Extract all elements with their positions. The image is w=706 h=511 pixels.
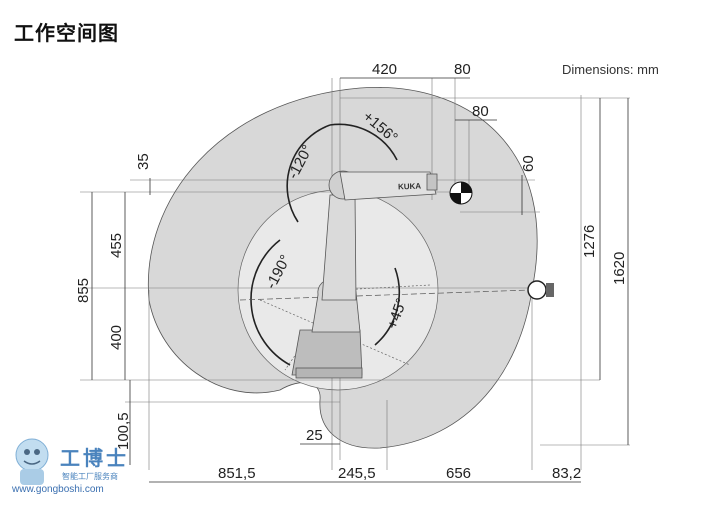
dim-v-400: 400: [108, 325, 125, 350]
dim-bottom-851-5: 851,5: [218, 465, 256, 482]
dim-top-420: 420: [372, 61, 397, 78]
watermark-subtitle: 智能工厂服务商: [62, 471, 118, 481]
arc-a3: [250, 239, 291, 366]
dim-top-80-b: 80: [472, 103, 489, 120]
page-title: 工作空间图: [14, 21, 119, 45]
watermark-logo: 工博士 智能工厂服务商: [15, 438, 129, 485]
tcp-marker: [449, 181, 473, 205]
dim-v-35: 35: [135, 153, 152, 170]
arc-a4: [374, 267, 401, 346]
arc-a2: [286, 124, 331, 223]
units-note: Dimensions: mm: [562, 62, 659, 77]
dim-bottom-245-5: 245,5: [338, 465, 376, 482]
robot-arm: [291, 170, 438, 379]
dim-bottom-656: 656: [446, 465, 471, 482]
dim-h-25: 25: [306, 427, 323, 444]
dim-v-455: 455: [108, 233, 125, 258]
arc-a1: [329, 123, 398, 161]
dim-v-855: 855: [75, 278, 92, 303]
dim-v-1276: 1276: [581, 225, 598, 258]
dim-top-80-a: 80: [454, 61, 471, 78]
dim-v-1620: 1620: [611, 252, 628, 285]
wrist-marker: [527, 280, 554, 300]
dim-v-60: 60: [520, 155, 537, 172]
dim-v-100-5: 100,5: [115, 412, 132, 450]
dim-bottom-83-2: 83,2: [552, 465, 581, 482]
watermark-logo-text: 工博士: [60, 446, 129, 470]
robot-brand-label: KUKA: [398, 182, 422, 192]
watermark-site: www.gongboshi.com: [12, 484, 104, 495]
